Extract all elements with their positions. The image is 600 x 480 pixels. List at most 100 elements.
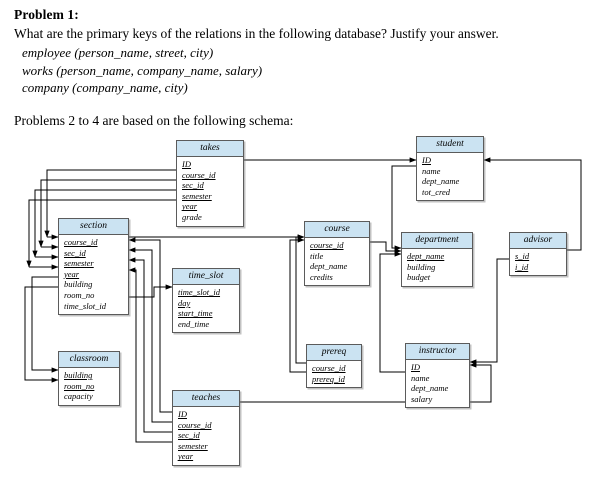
schema-connectors (24, 157, 582, 443)
schema-table-title-instructor: instructor (406, 344, 469, 360)
schema-attribute-department-budget: budget (407, 272, 431, 283)
schema-attribute-section-sec_id: sec_id (64, 247, 86, 258)
schema-attribute-instructor-ID: ID (411, 362, 420, 372)
schema-attribute-time_slot-end_time: end_time (178, 318, 210, 329)
edge-takes-semester-section (32, 189, 176, 258)
schema-table-title-course: course (305, 222, 369, 238)
relation-line: employee (person_name, street, city) (22, 45, 214, 60)
schema-attribute-course-course_id: course_id (310, 240, 344, 250)
schema-attribute-takes-year: year (182, 201, 198, 212)
schema-attribute-section-course_id: course_id (64, 237, 98, 247)
edge-section-building-classroom (31, 276, 59, 373)
schema-attribute-section-building: building (64, 279, 93, 290)
schema-attribute-section-room_no: room_no (64, 289, 95, 300)
schema-attribute-student-dept_name: dept_name (422, 176, 460, 187)
edge-advisor-iid-instructor (469, 258, 509, 365)
relation-line: company (company_name, city) (22, 80, 188, 95)
schema-attribute-course-title: title (310, 250, 324, 261)
edge-teaches-id-instructor (240, 362, 492, 403)
problem-1-title: Problem 1: (14, 7, 79, 22)
schema-attribute-time_slot-time_slot_id: time_slot_id (178, 287, 221, 297)
schema-attribute-classroom-capacity: capacity (64, 391, 93, 402)
schema-attribute-department-dept_name: dept_name (407, 251, 445, 261)
schema-attribute-takes-course_id: course_id (182, 169, 216, 180)
edge-takes-year-section (26, 199, 176, 268)
edge-section-timeslot (129, 284, 173, 298)
schema-attribute-takes-sec_id: sec_id (182, 180, 204, 191)
schema-attribute-teaches-ID: ID (178, 409, 187, 419)
problem-2-to-4-intro: Problems 2 to 4 are based on the followi… (14, 113, 294, 128)
edge-section-roomno-classroom (24, 286, 59, 383)
schema-table-title-student: student (417, 137, 483, 153)
edge-course-department (370, 241, 402, 254)
relation-line: works (person_name, company_name, salary… (22, 62, 263, 78)
schema-attribute-course-credits: credits (310, 271, 333, 282)
schema-table-title-prereq: prereq (307, 345, 361, 361)
problem-text-block: Problem 1: What are the primary keys of … (14, 6, 584, 97)
schema-attribute-instructor-dept_name: dept_name (411, 383, 449, 394)
edge-teaches-courseid-section (128, 237, 172, 413)
edge-student-department (391, 165, 416, 251)
schema-attribute-advisor-i_id: i_id (515, 261, 529, 272)
edge-prereq-courseid-course (295, 234, 306, 364)
schema-table-title-time_slot: time_slot (173, 269, 239, 285)
edge-teaches-secid-section (128, 247, 172, 423)
relation-list: employee (person_name, street, city) wor… (14, 44, 584, 97)
schema-attribute-instructor-salary: salary (411, 393, 433, 404)
schema-attribute-section-time_slot_id: time_slot_id (64, 300, 107, 311)
schema-attribute-department-building: building (407, 261, 436, 272)
schema-attribute-takes-ID: ID (182, 159, 191, 169)
schema-table-title-teaches: teaches (173, 391, 239, 407)
schema-attribute-takes-grade: grade (182, 211, 202, 222)
schema-table-title-classroom: classroom (59, 352, 119, 368)
edge-takes-courseid-section (44, 169, 176, 238)
schema-attribute-prereq-prereq_id: prereq_id (312, 373, 345, 384)
problem-1-question: What are the primary keys of the relatio… (14, 26, 499, 41)
schema-attribute-prereq-course_id: course_id (312, 363, 346, 373)
schema-attribute-section-semester: semester (64, 258, 94, 269)
schema-attribute-teaches-course_id: course_id (178, 419, 212, 430)
schema-attribute-classroom-building: building (64, 370, 93, 380)
edge-instructor-department (379, 251, 405, 373)
edge-teaches-year-section (128, 267, 172, 443)
schema-attribute-student-name: name (422, 165, 441, 176)
schema-attribute-teaches-year: year (178, 451, 194, 462)
schema-attribute-course-dept_name: dept_name (310, 261, 348, 272)
schema-attribute-advisor-s_id: s_id (515, 251, 530, 261)
schema-attribute-time_slot-start_time: start_time (178, 308, 213, 319)
schema-table-title-section: section (59, 219, 128, 235)
schema-table-title-takes: takes (177, 141, 243, 157)
schema-attribute-time_slot-day: day (178, 297, 191, 308)
schema-attribute-student-ID: ID (422, 155, 431, 165)
schema-attribute-instructor-name: name (411, 372, 430, 383)
schema-attribute-teaches-sec_id: sec_id (178, 430, 200, 441)
schema-attribute-teaches-semester: semester (178, 440, 208, 451)
schema-attribute-classroom-room_no: room_no (64, 380, 95, 391)
schema-attribute-student-tot_cred: tot_cred (422, 186, 451, 197)
schema-attribute-section-year: year (64, 268, 80, 279)
schema-attribute-takes-semester: semester (182, 190, 212, 201)
